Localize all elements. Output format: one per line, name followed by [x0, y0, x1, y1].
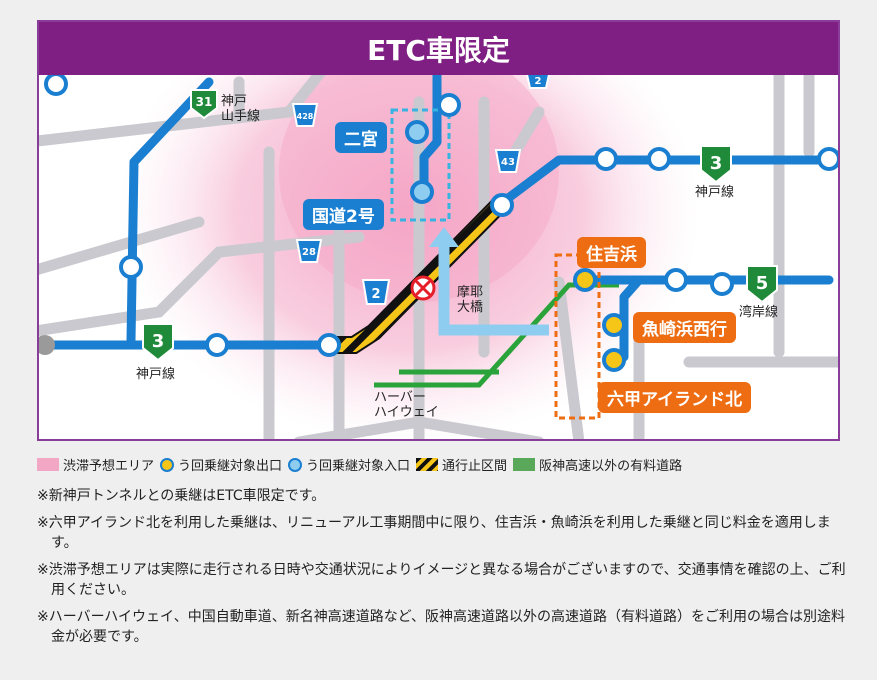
road-43-text: 43	[501, 157, 515, 168]
legend-detour-exit-text: う回乗継対象出口	[178, 459, 283, 474]
notes: ※新神戸トンネルとの乗継はETC車限定です。 ※六甲アイランド北を利用した乗継は…	[37, 486, 857, 654]
note-3: ※渋滞予想エリアは実際に走行される日時や交通状況によりイメージと異なる場合がござ…	[37, 562, 846, 598]
maya-ohashi-label: 摩耶 大橋	[457, 285, 484, 315]
detour-exits	[573, 268, 626, 372]
legend-other-toll-text: 阪神高速以外の有料道路	[539, 459, 683, 474]
pink-square-icon	[37, 458, 59, 471]
national-road-2-icon: 2	[361, 279, 391, 305]
legend-detour-exit: う回乗継対象出口	[160, 455, 282, 474]
legend-detour-entrance: う回乗継対象入口	[288, 455, 410, 474]
uozakihama-nishi-tag: 魚崎浜西行	[633, 312, 736, 343]
route-5-shield-icon: 5	[746, 265, 778, 304]
hatched-square-icon	[416, 458, 439, 471]
route-5-text: 5	[756, 273, 769, 294]
detour-arrow	[438, 240, 549, 336]
local-roads	[39, 56, 838, 439]
national-road-428-icon: 428	[291, 103, 319, 127]
note-4: ※ハーバーハイウェイ、中国自動車道、新名神高速道路など、阪神高速道路以外の高速道…	[37, 609, 846, 645]
junction-circles	[44, 72, 838, 357]
detour-entrances	[405, 120, 434, 204]
closed-section-stripes	[329, 200, 504, 352]
legend-closed-text: 通行止区間	[442, 459, 508, 474]
yellow-circle-icon	[160, 457, 175, 472]
edge-circle	[39, 335, 55, 355]
road-428-text: 428	[297, 112, 314, 121]
legend: 渋滞予想エリア う回乗継対象出口 う回乗継対象入口 通行止区間 阪神高速以外の有…	[37, 455, 840, 474]
legend-congestion-text: 渋滞予想エリア	[63, 459, 155, 474]
ninomiya-dash-box	[390, 108, 451, 222]
harbor-highway-label: ハーバー ハイウェイ	[374, 390, 439, 420]
legend-closed: 通行止区間	[416, 455, 507, 474]
ninomiya-tag: 二宮	[335, 122, 387, 153]
route-3-east-text: 3	[710, 153, 723, 174]
route-3-shield-east-icon: 3	[700, 145, 732, 184]
rokko-island-kita-tag: 六甲アイランド北	[598, 382, 752, 413]
national-road-43-icon: 43	[494, 149, 522, 173]
legend-congestion: 渋滞予想エリア	[37, 455, 154, 474]
route-3-west-text: 3	[152, 331, 165, 352]
no-entry-icon	[410, 275, 436, 301]
route-3-shield-west-icon: 3	[142, 323, 174, 362]
kobe-yamate-label: 神戸 山手線	[221, 94, 261, 124]
note-1: ※新神戸トンネルとの乗継はETC車限定です。	[37, 488, 326, 504]
map-frame: ETC車限定	[37, 20, 840, 441]
sumiyoshihama-tag: 住吉浜	[577, 237, 646, 268]
route-map: 31 3 3 5 428 43 28 2	[39, 22, 838, 439]
legend-other-toll: 阪神高速以外の有料道路	[513, 455, 682, 474]
note-2: ※六甲アイランド北を利用した乗継は、リニューアル工事期間中に限り、住吉浜・魚崎浜…	[37, 515, 831, 551]
route-31-text: 31	[196, 95, 213, 109]
road-28-text: 28	[302, 247, 316, 258]
legend-detour-entrance-text: う回乗継対象入口	[306, 459, 411, 474]
kokudo2-tag: 国道2号	[303, 199, 384, 230]
road-2-text: 2	[371, 287, 380, 302]
lightblue-circle-icon	[288, 457, 303, 472]
detour-arrow-head	[429, 227, 459, 247]
green-square-icon	[513, 458, 536, 471]
road-2-top-text: 2	[535, 76, 542, 87]
national-road-28-icon: 28	[295, 239, 323, 263]
kobe-line-east-label: 神戸線	[695, 185, 735, 200]
title-bar: ETC車限定	[39, 22, 838, 75]
wangan-line-label: 湾岸線	[739, 305, 779, 320]
kobe-line-west-label: 神戸線	[136, 367, 176, 382]
route-31-shield-icon: 31	[190, 89, 218, 120]
